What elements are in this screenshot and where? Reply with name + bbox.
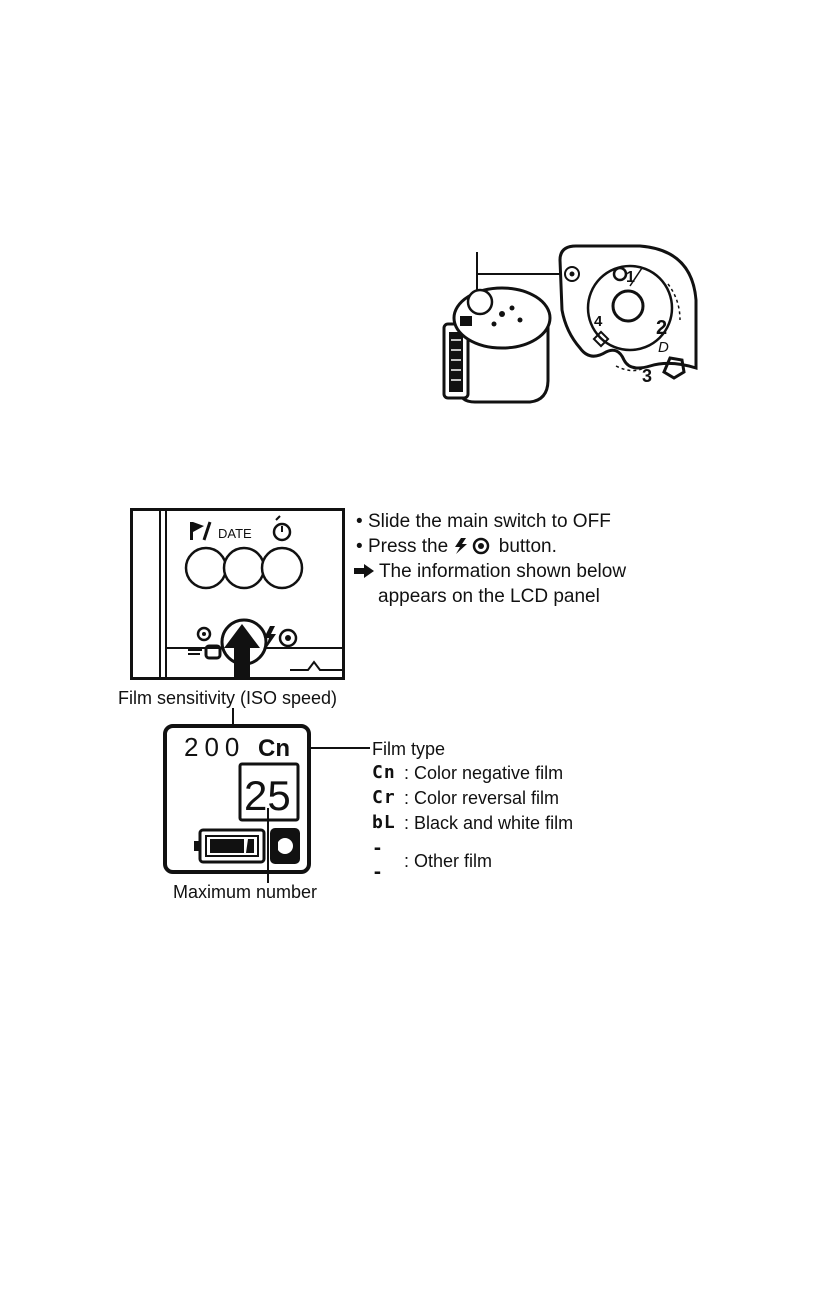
lcd-iso-readout: 200: [184, 732, 245, 762]
instruction-result-cont: appears on the LCD panel: [378, 584, 600, 609]
self-timer-button[interactable]: [262, 548, 302, 588]
flag-button[interactable]: [186, 548, 226, 588]
instruction-item-1: • Slide the main switch to OFF: [356, 509, 611, 534]
lcd-panel: 200 Cn 25: [160, 708, 370, 898]
max-number-label: Maximum number: [173, 881, 317, 903]
svg-text:3: 3: [642, 366, 652, 386]
lcd-type-readout: Cn: [258, 735, 290, 762]
dial-icon: 1 2 D 3 4: [560, 246, 696, 386]
svg-text:2: 2: [656, 317, 667, 339]
instruction-result: The information shown below: [354, 559, 626, 584]
svg-text:4: 4: [594, 313, 603, 330]
lcd-film-icon: [270, 828, 300, 864]
svg-text:1: 1: [626, 269, 635, 286]
film-type-item: Cn: Color negative film: [372, 761, 563, 785]
film-sensitivity-label: Film sensitivity (ISO speed): [118, 687, 337, 709]
flash-redeye-icon: [453, 537, 493, 555]
date-label: DATE: [218, 526, 252, 541]
film-type-item: Cr: Color reversal film: [372, 786, 559, 810]
film-type-item: bL: Black and white film: [372, 811, 573, 835]
film-type-item: - -: Other film: [372, 837, 492, 885]
camera-control-panel: DATE: [130, 508, 345, 680]
date-button[interactable]: [224, 548, 264, 588]
film-cartridge-illustration: 1 2 D 3 4: [430, 240, 710, 410]
arrow-right-icon: [354, 564, 374, 578]
film-cartridge-icon: [444, 288, 550, 402]
instruction-item-2: • Press the button.: [356, 534, 557, 559]
film-type-label: Film type: [372, 738, 445, 760]
battery-icon: [194, 830, 264, 862]
svg-text:D: D: [658, 339, 669, 356]
